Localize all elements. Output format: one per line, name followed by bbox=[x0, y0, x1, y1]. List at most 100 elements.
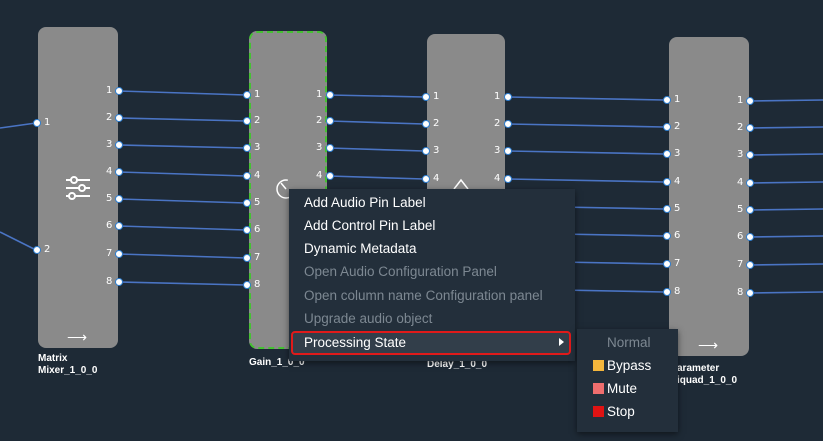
delay-output-pin-label: 2 bbox=[494, 118, 501, 129]
gain-input-pin[interactable] bbox=[243, 144, 251, 152]
wire[interactable] bbox=[118, 253, 247, 259]
matrix-mixer-output-pin[interactable] bbox=[115, 222, 123, 230]
wire[interactable] bbox=[118, 144, 247, 149]
delay-input-pin[interactable] bbox=[422, 93, 430, 101]
menu-item-add-audio-pin-label[interactable]: Add Audio Pin Label bbox=[304, 195, 426, 210]
wire[interactable] bbox=[559, 261, 665, 265]
submenu-item-stop[interactable]: Stop bbox=[593, 404, 635, 420]
wire[interactable] bbox=[749, 208, 823, 211]
parameter-biquad-input-pin[interactable] bbox=[663, 123, 671, 131]
wire[interactable] bbox=[749, 291, 823, 294]
matrix-mixer-input-pin[interactable] bbox=[33, 246, 41, 254]
wire[interactable] bbox=[118, 198, 247, 204]
wire[interactable] bbox=[0, 231, 37, 251]
context-menu: Add Audio Pin Label Add Control Pin Labe… bbox=[289, 189, 575, 361]
matrix-mixer-output-pin[interactable] bbox=[115, 195, 123, 203]
gain-output-pin-label: 1 bbox=[316, 89, 323, 100]
wire[interactable] bbox=[749, 181, 823, 184]
submenu-item-mute[interactable]: Mute bbox=[593, 381, 637, 397]
delay-input-pin-label: 4 bbox=[433, 173, 440, 184]
parameter-biquad-input-pin[interactable] bbox=[663, 178, 671, 186]
parameter-biquad-output-pin[interactable] bbox=[746, 261, 754, 269]
parameter-biquad-block[interactable] bbox=[669, 37, 749, 356]
wire[interactable] bbox=[507, 178, 665, 183]
wire[interactable] bbox=[328, 94, 425, 98]
parameter-biquad-input-pin[interactable] bbox=[663, 150, 671, 158]
parameter-biquad-output-pin-label: 3 bbox=[737, 149, 744, 160]
parameter-biquad-output-pin[interactable] bbox=[746, 124, 754, 132]
matrix-mixer-input-pin[interactable] bbox=[33, 119, 41, 127]
delay-input-pin[interactable] bbox=[422, 147, 430, 155]
gain-input-pin[interactable] bbox=[243, 117, 251, 125]
matrix-mixer-output-pin[interactable] bbox=[115, 250, 123, 258]
parameter-biquad-input-pin-label: 4 bbox=[674, 176, 681, 187]
parameter-biquad-output-pin[interactable] bbox=[746, 289, 754, 297]
matrix-mixer-output-pin[interactable] bbox=[115, 278, 123, 286]
wire[interactable] bbox=[0, 122, 37, 129]
wire[interactable] bbox=[328, 147, 425, 152]
gain-output-pin[interactable] bbox=[326, 144, 334, 152]
submenu-arrow-icon bbox=[559, 338, 564, 346]
delay-input-pin-label: 3 bbox=[433, 145, 440, 156]
gain-input-pin[interactable] bbox=[243, 226, 251, 234]
wire[interactable] bbox=[118, 117, 247, 122]
wire[interactable] bbox=[328, 120, 425, 125]
gain-input-pin[interactable] bbox=[243, 199, 251, 207]
matrix-mixer-output-pin[interactable] bbox=[115, 114, 123, 122]
gain-input-pin[interactable] bbox=[243, 254, 251, 262]
menu-item-dynamic-metadata[interactable]: Dynamic Metadata bbox=[304, 241, 417, 256]
wire[interactable] bbox=[328, 175, 425, 180]
wire[interactable] bbox=[749, 153, 823, 156]
wire[interactable] bbox=[559, 206, 665, 210]
delay-output-pin[interactable] bbox=[504, 175, 512, 183]
parameter-biquad-input-pin[interactable] bbox=[663, 288, 671, 296]
menu-item-open-audio-config-panel: Open Audio Configuration Panel bbox=[304, 264, 497, 279]
parameter-biquad-input-pin[interactable] bbox=[663, 232, 671, 240]
parameter-biquad-input-pin[interactable] bbox=[663, 260, 671, 268]
wire[interactable] bbox=[118, 225, 247, 231]
matrix-mixer-output-pin[interactable] bbox=[115, 87, 123, 95]
gain-output-pin[interactable] bbox=[326, 91, 334, 99]
delay-output-pin[interactable] bbox=[504, 120, 512, 128]
wire[interactable] bbox=[749, 126, 823, 129]
wire[interactable] bbox=[118, 281, 247, 286]
menu-item-processing-state[interactable]: Processing State bbox=[291, 331, 571, 355]
delay-input-pin[interactable] bbox=[422, 175, 430, 183]
parameter-biquad-output-pin[interactable] bbox=[746, 97, 754, 105]
wire[interactable] bbox=[559, 233, 665, 237]
parameter-biquad-output-pin[interactable] bbox=[746, 151, 754, 159]
mute-label: Mute bbox=[607, 381, 638, 396]
matrix-mixer-output-pin-label: 2 bbox=[106, 112, 113, 123]
submenu-item-bypass[interactable]: Bypass bbox=[593, 358, 651, 374]
wire[interactable] bbox=[507, 150, 665, 155]
parameter-biquad-input-pin[interactable] bbox=[663, 96, 671, 104]
wire[interactable] bbox=[118, 90, 247, 96]
wire[interactable] bbox=[749, 99, 823, 102]
gain-input-pin-label: 4 bbox=[254, 170, 261, 181]
gain-input-pin[interactable] bbox=[243, 281, 251, 289]
matrix-mixer-output-pin[interactable] bbox=[115, 141, 123, 149]
gain-output-pin[interactable] bbox=[326, 172, 334, 180]
parameter-biquad-input-pin[interactable] bbox=[663, 205, 671, 213]
delay-output-pin[interactable] bbox=[504, 147, 512, 155]
wire[interactable] bbox=[118, 171, 247, 177]
wire[interactable] bbox=[507, 123, 665, 128]
parameter-biquad-output-pin[interactable] bbox=[746, 206, 754, 214]
delay-output-pin-label: 3 bbox=[494, 145, 501, 156]
gain-input-pin[interactable] bbox=[243, 91, 251, 99]
delay-input-pin[interactable] bbox=[422, 120, 430, 128]
wire[interactable] bbox=[749, 263, 823, 266]
parameter-biquad-output-pin[interactable] bbox=[746, 179, 754, 187]
gain-input-pin-label: 2 bbox=[254, 115, 261, 126]
wire[interactable] bbox=[507, 96, 665, 101]
delay-output-pin[interactable] bbox=[504, 93, 512, 101]
gain-output-pin[interactable] bbox=[326, 117, 334, 125]
gain-input-pin[interactable] bbox=[243, 172, 251, 180]
wire[interactable] bbox=[749, 235, 823, 238]
menu-item-add-control-pin-label[interactable]: Add Control Pin Label bbox=[304, 218, 436, 233]
wire[interactable] bbox=[559, 289, 665, 293]
matrix-mixer-output-pin[interactable] bbox=[115, 168, 123, 176]
parameter-biquad-output-pin[interactable] bbox=[746, 233, 754, 241]
